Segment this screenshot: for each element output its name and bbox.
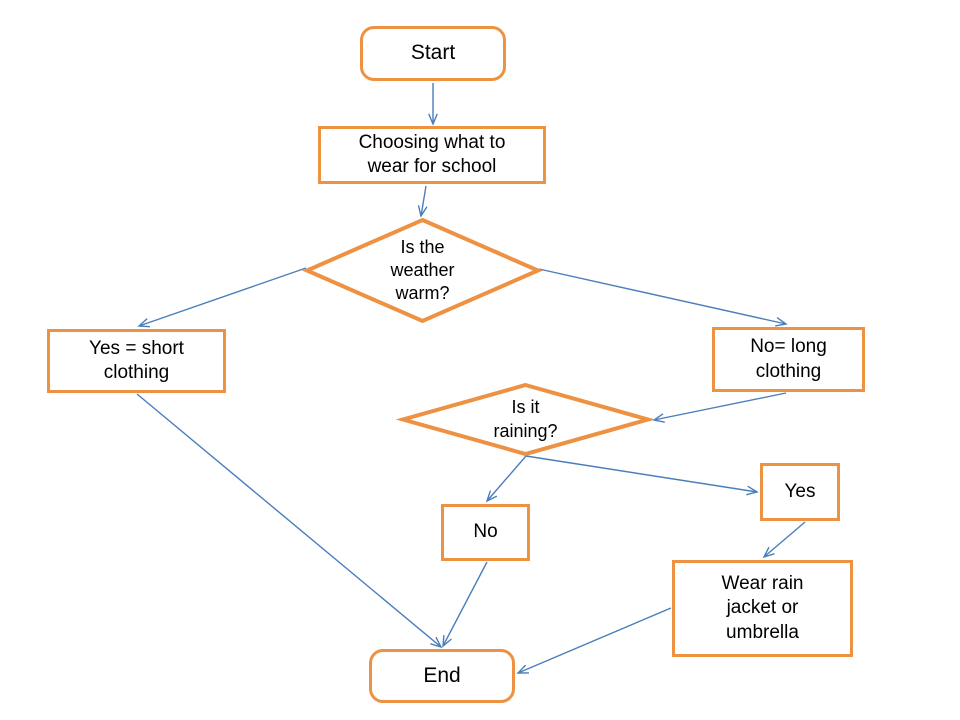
- node-label-yes: Yes: [784, 480, 816, 502]
- node-label-end: End: [423, 663, 461, 687]
- arrowhead-icon: [430, 636, 443, 649]
- node-choosing[interactable]: Choosing what to wear for school: [318, 126, 546, 184]
- node-label-no-long: No= long clothing: [750, 336, 827, 382]
- node-label-raining: Is it raining?: [493, 397, 558, 441]
- connector-no-to-end: [442, 561, 488, 648]
- connector-start-to-choosing: [428, 83, 438, 126]
- node-label-wear-rain: Wear rain jacket or umbrella: [721, 573, 804, 643]
- arrowhead-icon: [428, 113, 438, 126]
- arrowhead-icon: [137, 318, 151, 328]
- connector-yes-short-to-end: [136, 393, 443, 649]
- node-end[interactable]: End: [369, 649, 515, 703]
- node-label-start: Start: [410, 41, 456, 65]
- node-label-yes-short: Yes = short clothing: [89, 337, 184, 383]
- connector-weather-to-no-long: [538, 268, 788, 327]
- arrowhead-icon: [417, 205, 428, 218]
- arrowhead-icon: [485, 490, 498, 503]
- connector-wear-rain-to-end: [516, 607, 672, 674]
- node-start[interactable]: Start: [360, 26, 506, 81]
- diamond-shape: [395, 382, 656, 457]
- arrowhead-icon: [442, 634, 452, 648]
- connector-weather-to-yes-short: [137, 267, 307, 328]
- connector-yes-to-wear-rain: [762, 521, 806, 559]
- diamond-shape: [302, 217, 543, 324]
- arrowhead-icon: [652, 413, 665, 423]
- node-no-long[interactable]: No= long clothing: [712, 327, 865, 392]
- connector-no-long-to-raining: [652, 392, 787, 423]
- node-no[interactable]: No: [441, 504, 530, 561]
- node-label-choosing: Choosing what to wear for school: [358, 131, 506, 177]
- arrowhead-icon: [775, 317, 788, 327]
- node-weather[interactable]: Is the weather warm?: [302, 217, 543, 324]
- arrowhead-icon: [516, 664, 530, 674]
- arrowhead-icon: [762, 546, 775, 559]
- arrowhead-icon: [746, 485, 759, 496]
- connector-choosing-to-weather: [417, 185, 428, 218]
- node-label-no: No: [473, 521, 498, 543]
- node-raining[interactable]: Is it raining?: [395, 382, 656, 457]
- node-yes-short[interactable]: Yes = short clothing: [47, 329, 226, 393]
- node-label-weather: Is the weather warm?: [390, 236, 455, 304]
- connector-raining-to-yes: [525, 455, 759, 496]
- connector-raining-to-no: [485, 455, 527, 503]
- node-yes[interactable]: Yes: [760, 463, 840, 521]
- node-wear-rain[interactable]: Wear rain jacket or umbrella: [672, 560, 853, 657]
